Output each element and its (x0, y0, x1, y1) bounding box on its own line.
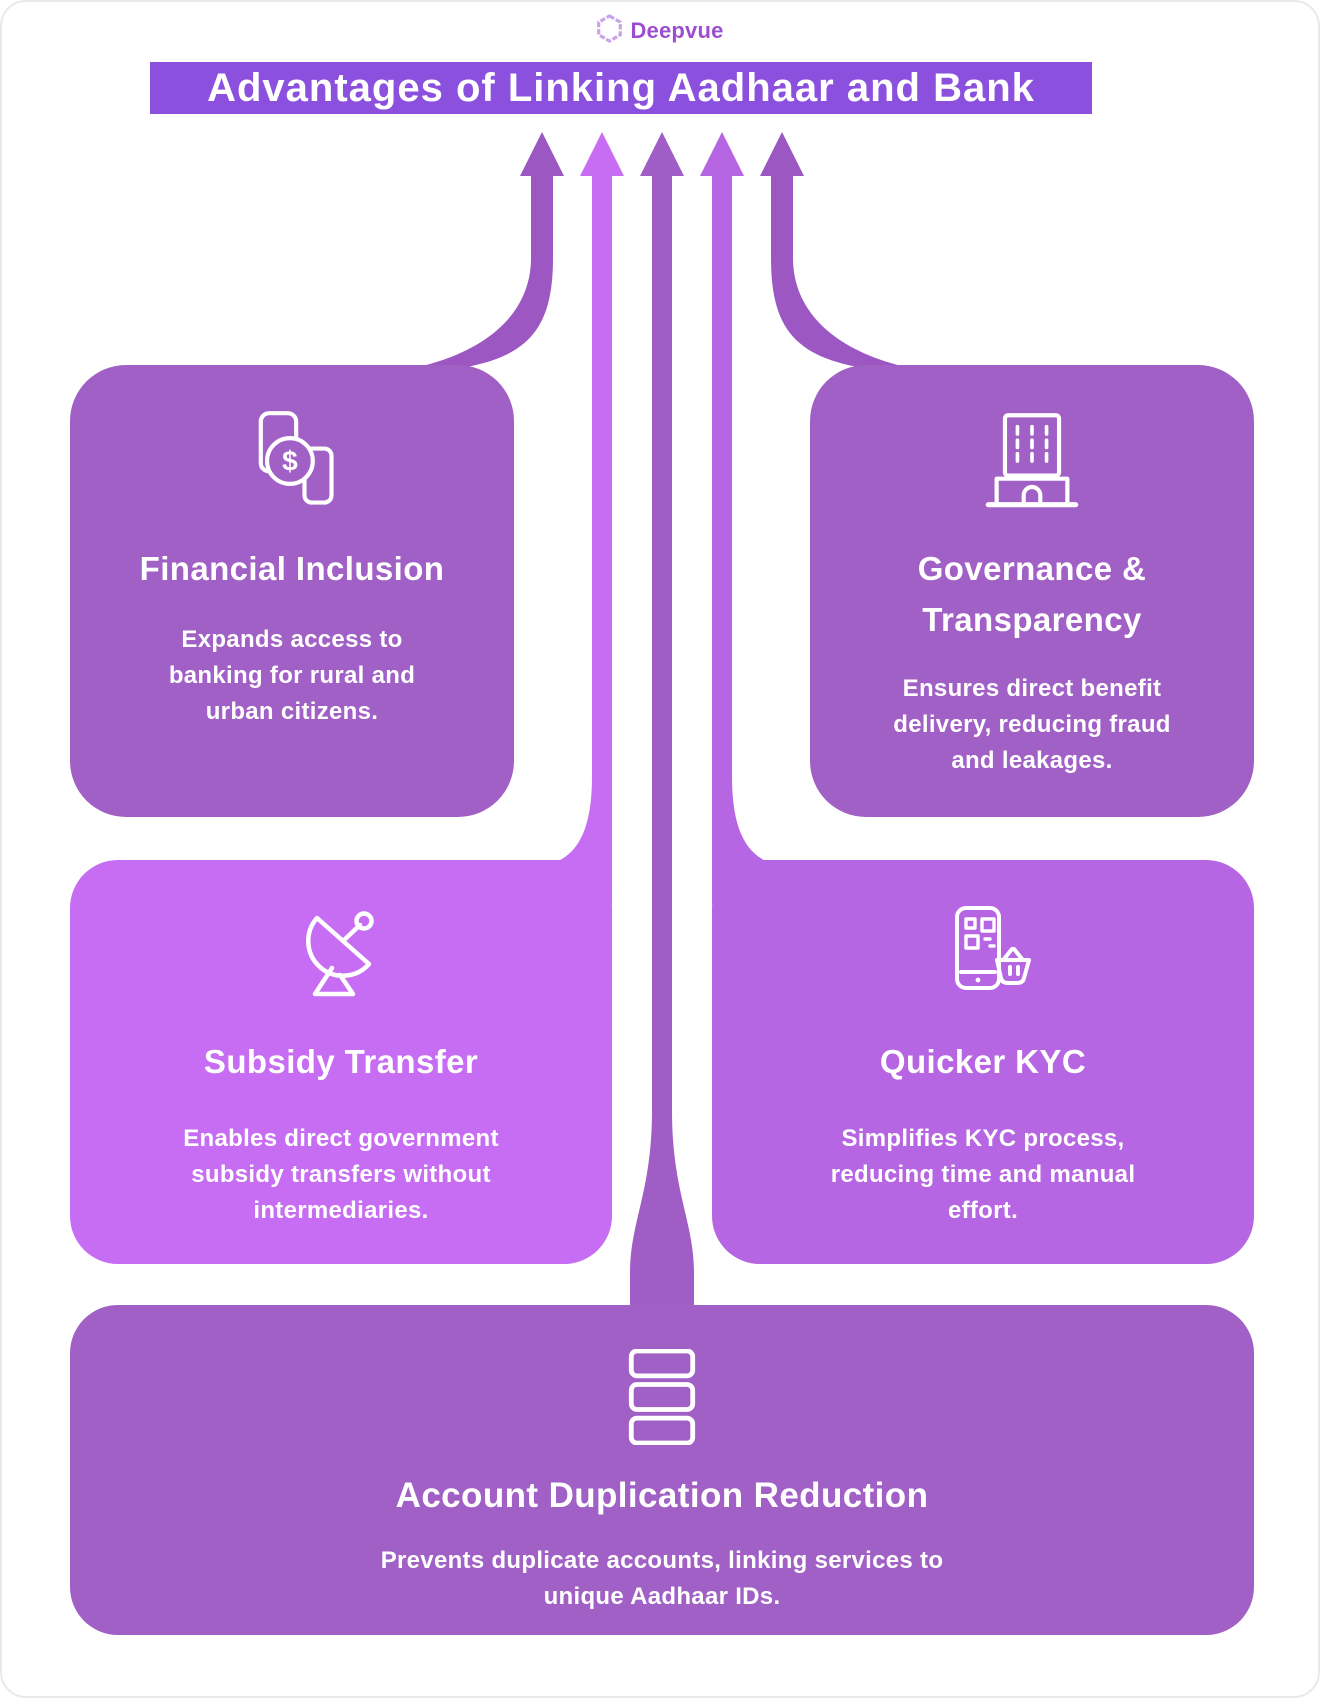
card-governance-transparency: Governance & Transparency Ensures direct… (810, 365, 1254, 817)
arrow-from-subsidy-card (542, 132, 624, 904)
card-title: Account Duplication Reduction (395, 1476, 929, 1515)
header-bar: Advantages of Linking Aadhaar and Bank (150, 62, 1092, 114)
logo: Deepvue (2, 14, 1318, 48)
satellite-dish-icon (291, 904, 391, 1004)
page-title: Advantages of Linking Aadhaar and Bank (207, 65, 1035, 110)
arrow-from-financial-card (380, 132, 564, 373)
hexagon-logo-icon (596, 14, 623, 48)
arrow-from-kyc-card (700, 132, 782, 904)
card-title: Governance & Transparency (917, 550, 1147, 639)
hexagon-outline (597, 14, 623, 43)
card-description: Enables direct government subsidy transf… (183, 1125, 499, 1225)
logo-text: Deepvue (630, 18, 724, 43)
arrow-from-duplication-card (630, 132, 694, 1317)
card-description: Prevents duplicate accounts, linking ser… (380, 1547, 944, 1611)
card-title: Quicker KYC (879, 1043, 1087, 1080)
card-title: Financial Inclusion (139, 550, 445, 587)
card-description: Simplifies KYC process, reducing time an… (830, 1125, 1136, 1225)
money-transfer-icon: $ (240, 409, 344, 513)
svg-text:$: $ (282, 445, 298, 476)
card-title: Subsidy Transfer (203, 1043, 479, 1080)
card-description: Expands access to banking for rural and … (168, 626, 416, 726)
card-subsidy-transfer: Subsidy Transfer Enables direct governme… (70, 860, 612, 1264)
arrow-from-governance-card (760, 132, 944, 373)
bank-building-icon (980, 409, 1084, 513)
card-financial-inclusion: $ Financial Inclusion Expands access to … (70, 365, 514, 817)
stacked-accounts-icon (628, 1349, 696, 1445)
card-quicker-kyc: Quicker KYC Simplifies KYC process, redu… (712, 860, 1254, 1264)
phone-qr-basket-icon (933, 904, 1033, 1004)
card-account-duplication-reduction: Account Duplication Reduction Prevents d… (70, 1305, 1254, 1635)
card-description: Ensures direct benefit delivery, reducin… (893, 675, 1171, 775)
